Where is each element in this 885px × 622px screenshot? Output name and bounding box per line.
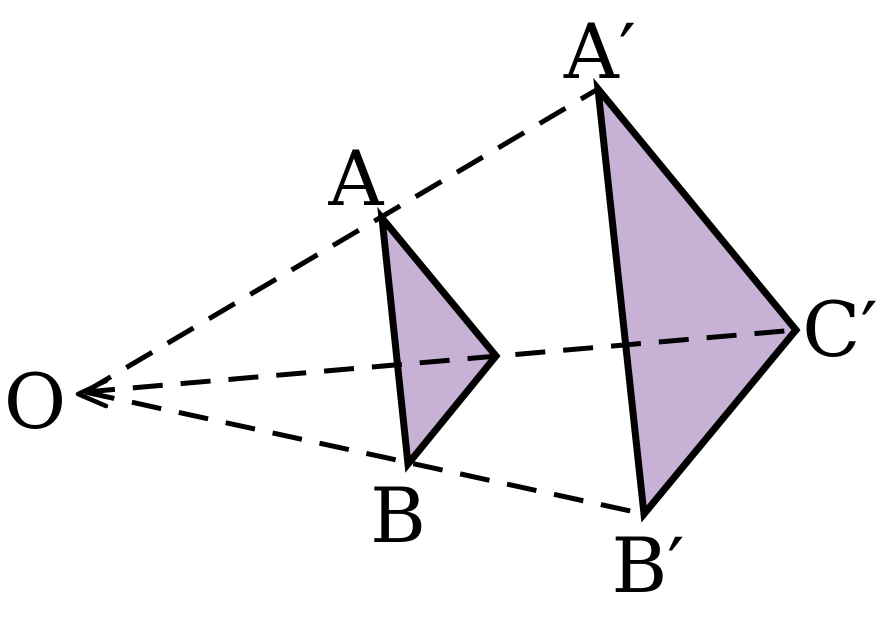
label-o: O — [4, 357, 66, 446]
triangle-a-prime-b-prime-c-prime — [593, 77, 801, 523]
label-a-prime: A′ — [563, 7, 636, 96]
label-b-prime: B′ — [611, 521, 684, 610]
projection-rays — [83, 86, 797, 517]
center-arrowhead — [75, 378, 109, 409]
label-b: B — [370, 471, 426, 560]
label-c-prime: C′ — [802, 285, 877, 374]
ray-o-to-b-prime — [84, 389, 645, 517]
ray-o-to-c-prime — [84, 327, 797, 395]
ray-o-to-a-prime — [83, 86, 600, 395]
label-a: A — [328, 134, 385, 223]
triangle-abc — [377, 206, 501, 473]
